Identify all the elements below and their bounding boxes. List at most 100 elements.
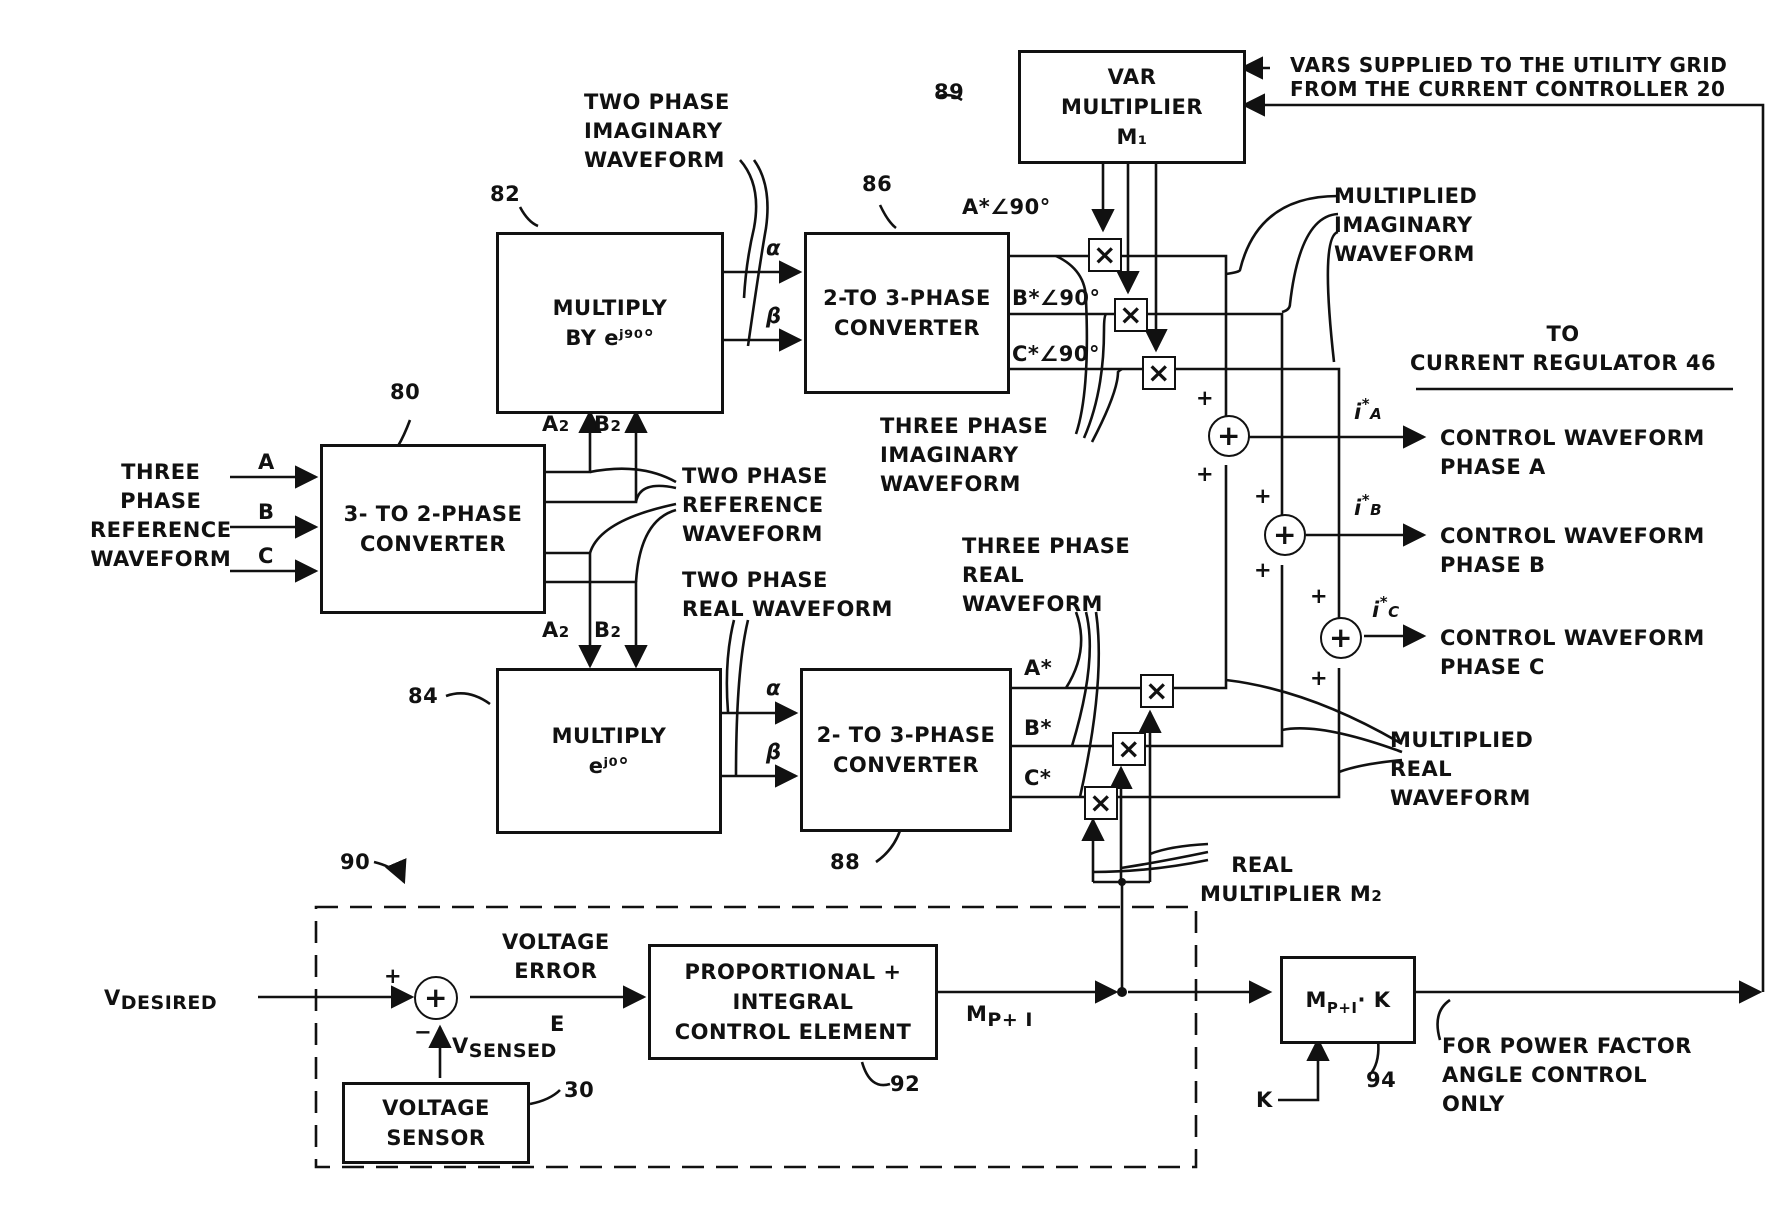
multiply-0-block: MULTIPLY eʲ⁰°	[496, 668, 722, 834]
a-star-label: A*	[1024, 654, 1052, 683]
leader-two-real-1	[727, 620, 734, 712]
summer-minus-label: −	[414, 1018, 432, 1047]
b-star-label: B*	[1024, 714, 1052, 743]
leader-two-ref-2	[636, 486, 676, 502]
converter-86-block: 2-TO 3-PHASE CONVERTER	[804, 232, 1010, 394]
control-waveform-a: CONTROL WAVEFORM PHASE A	[1440, 424, 1705, 482]
multiplied-real-note: MULTIPLIED REAL WAVEFORM	[1390, 726, 1533, 813]
multiplier-real-b: ×	[1112, 732, 1146, 766]
leader-92	[862, 1062, 890, 1085]
plus-c-bottom: +	[1310, 664, 1328, 693]
k-label: K	[1256, 1086, 1273, 1115]
k-input-wire	[1278, 1040, 1318, 1100]
leader-80	[398, 420, 410, 446]
two-phase-reference-note: TWO PHASE REFERENCE WAVEFORM	[682, 462, 828, 549]
c-star-90-label: C*∠90°	[1012, 340, 1100, 369]
summer-voltage: +	[414, 976, 458, 1020]
leader-two-phase-imag-2	[748, 160, 768, 346]
multiplier-imag-c: ×	[1142, 356, 1176, 390]
ib-label: i*B	[1354, 494, 1382, 525]
voltage-error-label: VOLTAGE ERROR	[502, 928, 610, 986]
plus-a-bottom: +	[1196, 460, 1214, 489]
var-multiplier-block: VAR MULTIPLIER M₁	[1018, 50, 1246, 164]
leader-three-imag-3	[1092, 369, 1122, 442]
m-pi-node	[1117, 987, 1127, 997]
leader-mult-imag-1	[1226, 196, 1338, 274]
ref-88: 88	[830, 848, 860, 877]
v-sensed-label: VSENSED	[452, 1032, 557, 1062]
ref-89: 89	[934, 78, 964, 107]
plus-a-top: +	[1196, 384, 1214, 413]
power-factor-note: FOR POWER FACTOR ANGLE CONTROL ONLY	[1442, 1032, 1692, 1119]
vars-note: VARS SUPPLIED TO THE UTILITY GRID FROM T…	[1290, 53, 1727, 101]
three-phase-real-note: THREE PHASE REAL WAVEFORM	[962, 532, 1130, 619]
converter-88-block: 2- TO 3-PHASE CONVERTER	[800, 668, 1012, 832]
to-current-regulator-note: TO CURRENT REGULATOR 46	[1410, 320, 1716, 378]
ref-94: 94	[1366, 1066, 1396, 1095]
multiplier-imag-b: ×	[1114, 298, 1148, 332]
leader-two-ref-1	[590, 469, 676, 482]
real-multiplier-text: REAL MULTIPLIER M	[1200, 853, 1371, 906]
leader-two-real-2	[736, 620, 748, 776]
ref-86: 86	[862, 170, 892, 199]
ref-82: 82	[490, 180, 520, 209]
input-a-label: A	[258, 448, 275, 477]
leader-real-mult-2	[1121, 852, 1208, 868]
control-waveform-c: CONTROL WAVEFORM PHASE C	[1440, 624, 1705, 682]
real-multiplier-note: REAL MULTIPLIER M2	[1200, 822, 1382, 940]
input-b-label: B	[258, 498, 275, 527]
ref-84: 84	[408, 682, 438, 711]
multiply-90-block: MULTIPLY BY eʲ⁹⁰°	[496, 232, 724, 414]
multiplier-real-a: ×	[1140, 674, 1174, 708]
three-phase-imaginary-note: THREE PHASE IMAGINARY WAVEFORM	[880, 412, 1048, 499]
b2-bottom-label: B2	[594, 616, 621, 647]
a2-down-wire	[540, 553, 590, 666]
e-label: E	[550, 1010, 565, 1039]
a-star-90-label: A*∠90°	[962, 193, 1051, 222]
leader-two-phase-imag-1	[740, 160, 756, 298]
ia-label: i*A	[1354, 398, 1382, 429]
two-phase-real-note: TWO PHASE REAL WAVEFORM	[682, 566, 893, 624]
leader-82	[520, 207, 538, 226]
real-multiplier-sub: 2	[1371, 887, 1382, 905]
alpha-bottom-label: α	[766, 674, 781, 703]
leader-30	[530, 1090, 560, 1104]
ref-30: 30	[564, 1076, 594, 1105]
leader-mult-real-2	[1282, 728, 1402, 752]
mpik-tail: · K	[1358, 985, 1391, 1015]
mpik-m: M	[1305, 985, 1326, 1015]
leader-86	[880, 205, 896, 228]
ref-80: 80	[390, 378, 420, 407]
input-c-label: C	[258, 542, 274, 571]
ref-90: 90	[340, 848, 370, 877]
multiplied-imaginary-note: MULTIPLIED IMAGINARY WAVEFORM	[1334, 182, 1477, 269]
leader-90	[374, 862, 404, 882]
voltage-sensor-block: VOLTAGE SENSOR	[342, 1082, 530, 1164]
leader-two-ref-3	[590, 504, 676, 553]
multiplier-real-c: ×	[1084, 786, 1118, 820]
leader-two-ref-4	[636, 510, 676, 582]
three-phase-reference-note: THREE PHASE REFERENCE WAVEFORM	[90, 458, 232, 574]
v-desired-label: VDESIRED	[104, 984, 217, 1014]
m2-node	[1118, 878, 1126, 886]
plus-b-top: +	[1254, 482, 1272, 511]
ic-label: i*C	[1372, 596, 1400, 627]
ref-92: 92	[890, 1070, 920, 1099]
plus-c-top: +	[1310, 582, 1328, 611]
c-star-label: C*	[1024, 764, 1051, 793]
b-star-90-label: B*∠90°	[1012, 284, 1101, 313]
leader-three-real-1	[1066, 612, 1081, 688]
mpik-sub: P+I	[1327, 993, 1358, 1023]
b2-top-label: B2	[594, 410, 621, 441]
converter-80-block: 3- TO 2-PHASE CONVERTER	[320, 444, 546, 614]
a2-top-label: A2	[542, 410, 570, 441]
imag-a-wire	[1006, 256, 1226, 420]
multiplier-imag-a: ×	[1088, 238, 1122, 272]
beta-bottom-label: β	[766, 738, 782, 767]
summer-b: +	[1264, 514, 1306, 556]
plus-b-bottom: +	[1254, 556, 1272, 585]
control-waveform-b: CONTROL WAVEFORM PHASE B	[1440, 522, 1705, 580]
summer-c: +	[1320, 617, 1362, 659]
two-phase-imaginary-note: TWO PHASE IMAGINARY WAVEFORM	[584, 88, 730, 175]
